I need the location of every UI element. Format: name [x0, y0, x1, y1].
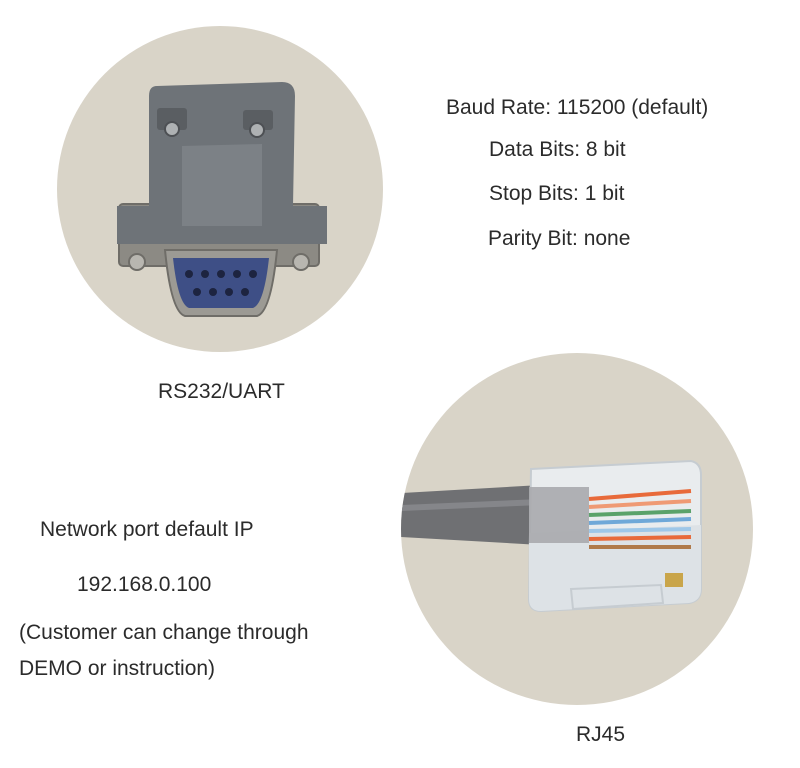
rj45-plug-icon [401, 459, 702, 613]
data-bits-text: Data Bits: 8 bit [489, 138, 626, 161]
baud-rate-text: Baud Rate: 115200 (default) [446, 96, 709, 119]
network-note-line1: (Customer can change through [19, 621, 309, 644]
network-note-line2: DEMO or instruction) [19, 657, 216, 680]
default-ip-text: 192.168.0.100 [77, 573, 212, 596]
db9-connector-icon [117, 82, 327, 317]
rj45-caption: RJ45 [576, 723, 626, 746]
stop-bits-text: Stop Bits: 1 bit [489, 182, 625, 205]
network-port-title: Network port default IP [40, 518, 254, 541]
rs232-caption: RS232/UART [158, 380, 285, 403]
rj45-connector-image [401, 353, 753, 705]
rs232-connector-image [57, 26, 383, 352]
parity-bit-text: Parity Bit: none [488, 227, 631, 250]
